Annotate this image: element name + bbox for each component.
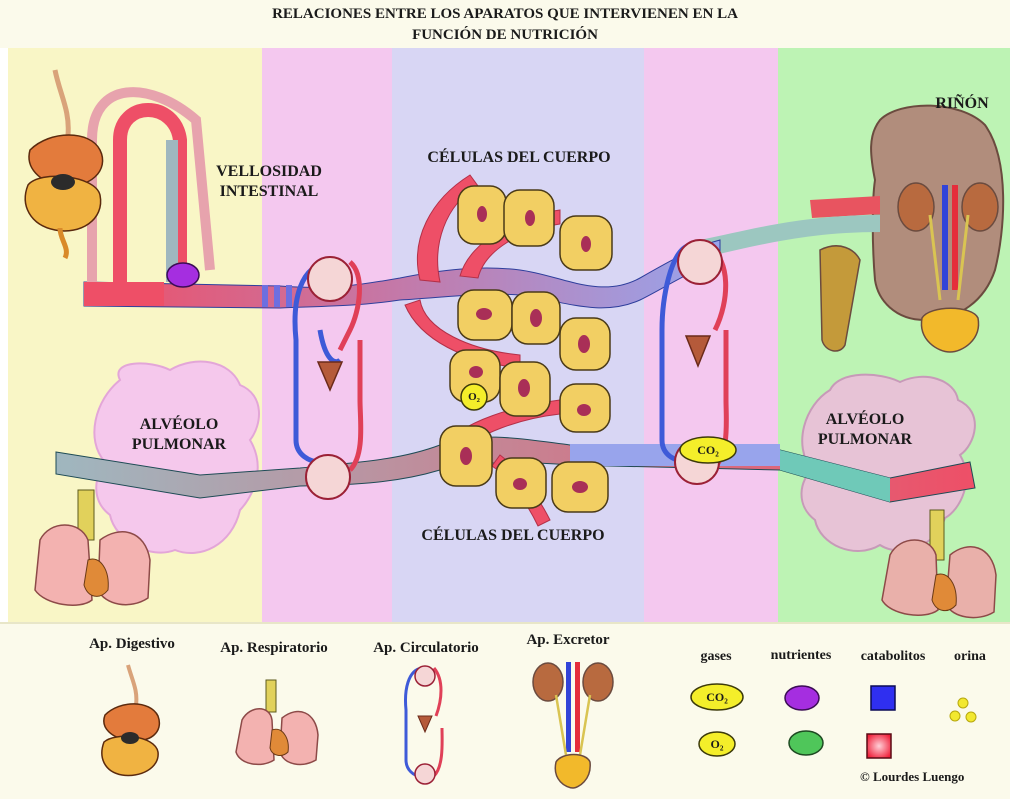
intestinal-vessel-start [84, 282, 164, 306]
alveolus-right-line-2: PULMONAR [817, 431, 913, 448]
alveolus-left-line-1: ALVÉOLO [139, 416, 219, 433]
o2-gas-swatch [698, 731, 736, 757]
nutrient-green-swatch [788, 730, 824, 756]
legend-digestive-label: Ap. Digestivo [89, 636, 175, 652]
digestive-organ-topleft [24, 69, 104, 260]
title-line-1: RELACIONES ENTRE LOS APARATOS QUE INTERV… [272, 6, 738, 22]
body-cells-label-top: CÉLULAS DEL CUERPO [427, 149, 611, 166]
co2-badge [679, 436, 737, 464]
key-nutrients-header: nutrientes [770, 648, 832, 663]
respiratory-zone-left [262, 48, 392, 622]
alveolus-left-line-2: PULMONAR [131, 436, 227, 453]
renal-vein [700, 215, 880, 258]
circulatory-loop-icon [404, 665, 444, 785]
diagram-title: RELACIONES ENTRE LOS APARATOS QUE INTERV… [0, 4, 1010, 46]
legend-excretory-label: Ap. Excretor [526, 632, 610, 648]
alveolus-right-line-1: ALVÉOLO [825, 411, 905, 428]
digestive-system-icon [101, 664, 161, 777]
key-urine-header: orina [954, 649, 986, 664]
urine-drops-swatch [949, 697, 977, 723]
intestinal-villus [87, 87, 215, 288]
key-o2-label: O₂ [710, 737, 724, 751]
lungs-icon [235, 679, 319, 766]
kidney-label: RIÑÓN [935, 95, 989, 112]
pulmonary-segment-teal [780, 450, 890, 502]
renal-artery [810, 196, 880, 218]
catabolite-red-swatch [866, 733, 892, 759]
catabolite-blue-swatch [870, 685, 896, 711]
kidneys-bladder-icon [532, 662, 614, 789]
key-catabolites-header: catabolitos [860, 649, 926, 664]
lungs-bottomleft [34, 489, 151, 606]
body-cells [439, 185, 613, 513]
large-kidney-shape [819, 104, 1005, 353]
legend-respiratory-label: Ap. Respiratorio [220, 640, 328, 656]
o2-badge-label: O₂ [468, 391, 480, 403]
villus-label-line-2: INTESTINAL [219, 183, 319, 200]
key-co2-label: CO₂ [706, 690, 728, 704]
left-alveolus-shape [93, 360, 260, 555]
o2-badge [460, 383, 488, 411]
key-gases-header: gases [700, 649, 732, 664]
legend-circulatory-label: Ap. Circulatorio [373, 640, 479, 656]
alveolus-left-label: ALVÉOLO PULMONAR [114, 415, 244, 455]
left-heart-loop [292, 256, 364, 500]
nutrient-purple-swatch [784, 685, 820, 711]
respiratory-zone-right [644, 48, 778, 622]
copyright-credit: © Lourdes Luengo [860, 769, 965, 784]
villus-label-line-1: VELLOSIDAD [216, 163, 322, 180]
lungs-bottomright [881, 509, 997, 619]
co2-gas-swatch [690, 683, 744, 711]
vessel-stripes [262, 285, 292, 307]
villus-label: VELLOSIDAD INTESTINAL [194, 162, 344, 202]
alveolus-right-label: ALVÉOLO PULMONAR [800, 410, 930, 450]
title-line-2: FUNCIÓN DE NUTRICIÓN [412, 27, 598, 43]
body-cells-label-bottom: CÉLULAS DEL CUERPO [421, 527, 605, 544]
co2-badge-label: CO₂ [697, 443, 719, 457]
